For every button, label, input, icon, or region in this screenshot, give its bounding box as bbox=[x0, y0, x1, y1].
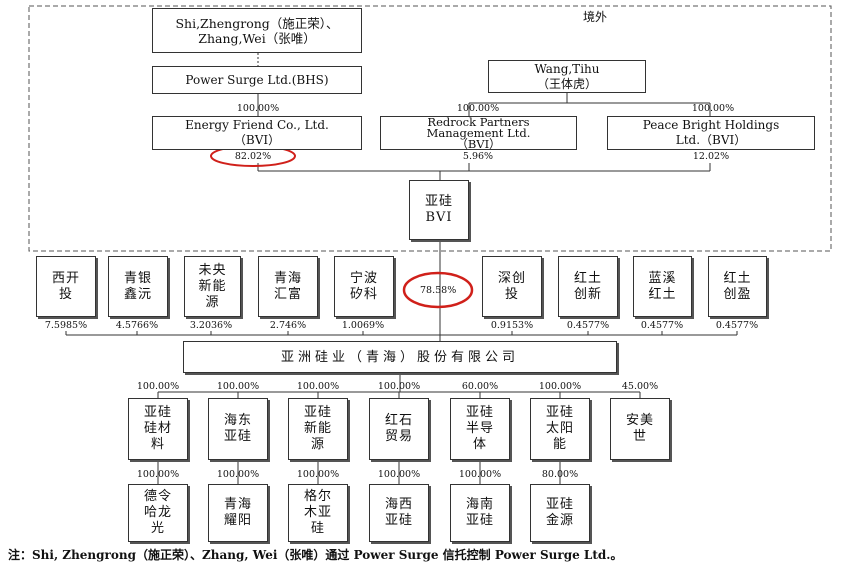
wang-pb-pct: 100.00% bbox=[691, 103, 735, 114]
shi-zhang-box: Shi,Zhengrong（施正荣）、Zhang,Wei（张唯） bbox=[152, 8, 362, 53]
yagui-bvi-box: 亚硅 BVI bbox=[409, 180, 469, 240]
grandchild-box: 青海 耀阳 bbox=[208, 484, 268, 542]
shareholder-pct: 0.4577% bbox=[640, 320, 684, 331]
subsidiary-pct: 100.00% bbox=[538, 381, 582, 392]
shareholder-box: 西开 投 bbox=[36, 256, 96, 317]
shareholder-pct: 7.5985% bbox=[44, 320, 88, 331]
overseas-label: 境外 bbox=[583, 10, 608, 24]
grandchild-pct: 80.00% bbox=[541, 469, 579, 480]
shareholder-pct: 4.5766% bbox=[115, 320, 159, 331]
shareholder-box: 未央 新能 源 bbox=[184, 256, 241, 317]
ef-share-pct: 82.02% bbox=[234, 151, 272, 162]
power-surge-box: Power Surge Ltd.(BHS) bbox=[152, 66, 362, 94]
wang-tihu-box: Wang,Tihu （王体虎） bbox=[488, 60, 646, 93]
energy-friend-box: Energy Friend Co., Ltd. （BVI） bbox=[152, 116, 362, 150]
grandchild-pct: 100.00% bbox=[458, 469, 502, 480]
footnote: 注：Shi, Zhengrong（施正荣）、Zhang, Wei（张唯）通过 P… bbox=[8, 548, 623, 562]
ps-ef-pct: 100.00% bbox=[236, 103, 280, 114]
grandchild-box: 海西 亚硅 bbox=[369, 484, 429, 542]
wang-rr-pct: 100.00% bbox=[456, 103, 500, 114]
subsidiary-pct: 100.00% bbox=[136, 381, 180, 392]
subsidiary-box: 红石 贸易 bbox=[369, 398, 429, 460]
subsidiary-box: 亚硅 新能 源 bbox=[288, 398, 348, 460]
rr-share-pct: 5.96% bbox=[462, 151, 494, 162]
shareholder-pct: 3.2036% bbox=[189, 320, 233, 331]
grandchild-pct: 100.00% bbox=[296, 469, 340, 480]
shareholder-box: 红土 创盈 bbox=[708, 256, 767, 317]
subsidiary-box: 安美 世 bbox=[610, 398, 670, 460]
subsidiary-box: 亚硅 硅材 料 bbox=[128, 398, 188, 460]
grandchild-box: 格尔 木亚 硅 bbox=[288, 484, 348, 542]
grandchild-box: 德令 哈龙 光 bbox=[128, 484, 188, 542]
pb-share-pct: 12.02% bbox=[692, 151, 730, 162]
grandchild-pct: 100.00% bbox=[136, 469, 180, 480]
subsidiary-pct: 45.00% bbox=[621, 381, 659, 392]
shareholder-pct: 1.0069% bbox=[341, 320, 385, 331]
subsidiary-box: 海东 亚硅 bbox=[208, 398, 268, 460]
grandchild-pct: 100.00% bbox=[377, 469, 421, 480]
shareholder-pct: 0.4577% bbox=[715, 320, 759, 331]
overseas-region-border bbox=[28, 5, 832, 252]
grandchild-box: 亚硅 金源 bbox=[530, 484, 590, 542]
shareholder-pct: 2.746% bbox=[269, 320, 307, 331]
subsidiary-pct: 100.00% bbox=[377, 381, 421, 392]
subsidiary-pct: 100.00% bbox=[216, 381, 260, 392]
shareholder-pct: 0.9153% bbox=[490, 320, 534, 331]
highlight-circle-7858 bbox=[402, 271, 474, 309]
subsidiary-pct: 100.00% bbox=[296, 381, 340, 392]
shareholder-box: 宁波 矽科 bbox=[334, 256, 394, 317]
subsidiary-box: 亚硅 太阳 能 bbox=[530, 398, 590, 460]
company-box: 亚洲硅业（青海）股份有限公司 bbox=[183, 341, 617, 373]
shareholder-box: 蓝溪 红土 bbox=[633, 256, 692, 317]
redrock-box: Redrock Partners Management Ltd. （BVI） bbox=[380, 116, 577, 150]
shareholder-box: 红土 创新 bbox=[558, 256, 618, 317]
shareholder-box: 深创 投 bbox=[482, 256, 542, 317]
grandchild-box: 海南 亚硅 bbox=[450, 484, 510, 542]
shareholder-box: 青银 鑫沅 bbox=[108, 256, 168, 317]
grandchild-pct: 100.00% bbox=[216, 469, 260, 480]
shareholder-box: 青海 汇富 bbox=[258, 256, 318, 317]
bvi-share-pct: 78.58% bbox=[420, 285, 457, 296]
subsidiary-pct: 60.00% bbox=[461, 381, 499, 392]
peace-bright-box: Peace Bright Holdings Ltd.（BVI） bbox=[607, 116, 815, 150]
subsidiary-box: 亚硅 半导 体 bbox=[450, 398, 510, 460]
shareholder-pct: 0.4577% bbox=[566, 320, 610, 331]
